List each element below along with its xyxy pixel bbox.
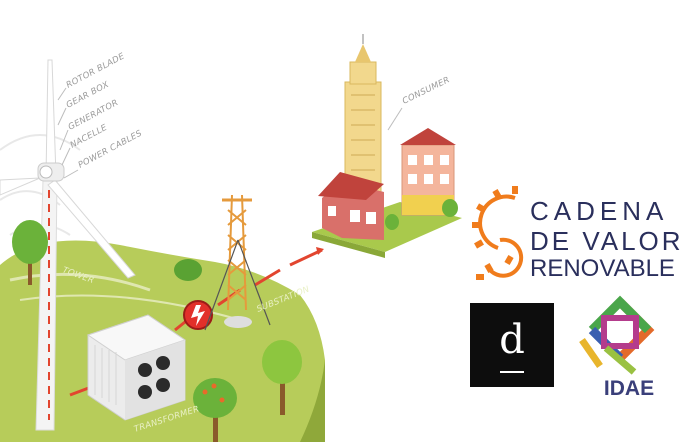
- d-logo: d: [470, 303, 554, 387]
- label-consumer: CONSUMER: [401, 75, 452, 107]
- red-house: [318, 172, 384, 240]
- transformer-box: [86, 314, 187, 421]
- tree-right: [262, 340, 302, 415]
- d-logo-underline: [500, 371, 524, 373]
- tree-left: [12, 220, 48, 285]
- pink-apartment: [400, 128, 456, 216]
- bush: [174, 259, 202, 281]
- lattice-tower: [204, 194, 271, 331]
- d-logo-letter: d: [499, 317, 525, 363]
- tree-orange: [193, 378, 237, 442]
- consumer-trees: [385, 199, 458, 230]
- idae-logo-text: IDAE: [603, 377, 655, 400]
- gear-logo-icon: [472, 186, 524, 280]
- tower-base: [224, 316, 252, 328]
- brand-line-renovable: RENOVABLE: [530, 255, 675, 282]
- consumer-leader-line: [387, 107, 403, 131]
- brand-line-de-valor: DE VALOR: [530, 226, 680, 256]
- turbine-leader-lines: [57, 87, 79, 179]
- idae-knot-logo-icon: [579, 295, 655, 375]
- substation-warning-sign: [183, 300, 213, 330]
- brand-line-cadena: CADENA: [530, 196, 669, 226]
